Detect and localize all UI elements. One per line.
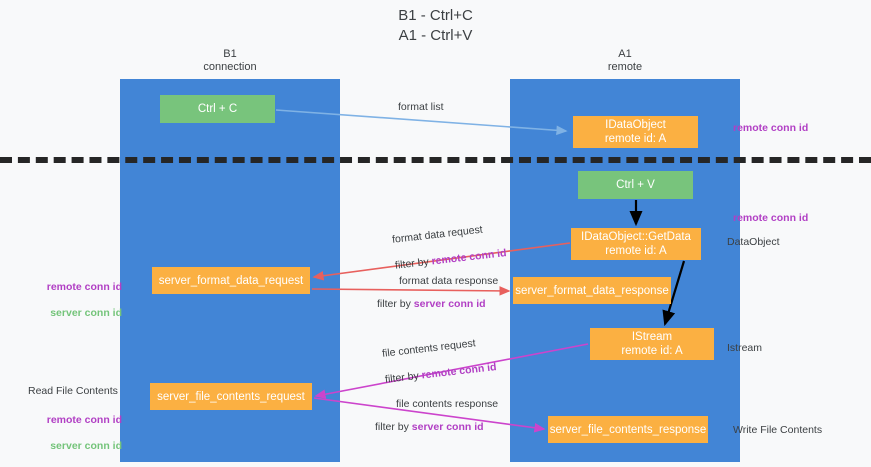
node-ctrl-c[interactable]: Ctrl + C <box>160 95 275 123</box>
arrow-label-format-data-response: format data response <box>399 275 499 287</box>
side-label-remote-conn-id-mid: remote conn id <box>733 212 809 224</box>
arrow-label-file-contents-request: file contents request filter by remote c… <box>380 322 499 399</box>
side-label-left-conn-ids-low: remote conn id server conn id <box>22 401 122 466</box>
side-label-write-file-contents: Write File Contents <box>733 424 823 436</box>
filter-prefix: filter by <box>377 298 414 310</box>
arrow-label-format-data-request: format data request filter by remote con… <box>390 208 509 285</box>
arrow-label-file-contents-request-line2: filter by remote conn id <box>384 361 497 387</box>
node-ctrl-v[interactable]: Ctrl + V <box>578 171 693 199</box>
side-label-left-remote-conn-id-mid: remote conn id <box>46 281 122 293</box>
side-label-dataobject: DataObject <box>727 236 780 248</box>
filter-key-server-conn-id: server conn id <box>411 421 484 433</box>
node-server-format-data-request[interactable]: server_format_data_request <box>152 267 310 294</box>
node-istream[interactable]: IStream remote id: A <box>590 328 714 360</box>
side-label-left-server-conn-id-low: server conn id <box>50 440 122 452</box>
arrow-label-format-list: format list <box>398 101 444 113</box>
arrow-label-format-data-request-line2: filter by remote conn id <box>394 247 507 273</box>
side-label-istream: Istream <box>727 342 763 354</box>
arrow-label-format-data-response-filter: filter by server conn id <box>377 298 486 311</box>
arrow-label-file-contents-request-line1: file contents request <box>381 337 477 360</box>
node-idataobject[interactable]: IDataObject remote id: A <box>573 116 698 148</box>
filter-prefix: filter by <box>375 421 412 433</box>
side-label-remote-conn-id-top: remote conn id <box>733 122 809 134</box>
side-label-read-file-contents: Read File Contents <box>28 385 118 397</box>
column-header-a1: A1 remote <box>607 48 643 73</box>
page-title: B1 - Ctrl+C A1 - Ctrl+V <box>398 7 473 44</box>
filter-key-remote-conn-id: remote conn id <box>420 361 498 382</box>
side-label-left-remote-conn-id-low: remote conn id <box>46 414 122 426</box>
node-idataobject-getdata[interactable]: IDataObject::GetData remote id: A <box>571 228 701 260</box>
node-server-format-data-response[interactable]: server_format_data_response <box>513 277 671 304</box>
filter-key-remote-conn-id: remote conn id <box>430 247 508 268</box>
filter-key-server-conn-id: server conn id <box>413 298 486 310</box>
arrow-label-format-data-request-line1: format data request <box>391 223 484 246</box>
side-label-left-conn-ids-mid: remote conn id server conn id <box>22 268 122 333</box>
side-label-left-server-conn-id-mid: server conn id <box>50 307 122 319</box>
node-server-file-contents-request[interactable]: server_file_contents_request <box>150 383 312 410</box>
section-divider <box>0 157 871 163</box>
column-header-b1: B1 connection <box>203 48 257 73</box>
arrow-label-file-contents-response: file contents response <box>396 398 499 410</box>
arrow-label-file-contents-response-filter: filter by server conn id <box>375 421 484 434</box>
node-server-file-contents-response[interactable]: server_file_contents_response <box>548 416 708 443</box>
filter-prefix: filter by <box>384 369 423 386</box>
filter-prefix: filter by <box>394 255 433 272</box>
